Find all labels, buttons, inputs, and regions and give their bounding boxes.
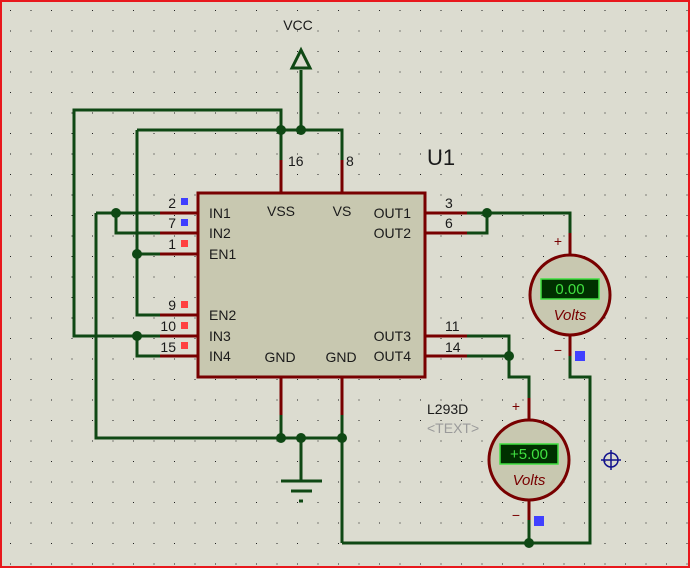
pin-number: 11 (445, 318, 460, 334)
logic-state-low-marker[interactable] (181, 198, 188, 205)
junction-dot (524, 538, 534, 548)
voltmeter-display (499, 443, 559, 465)
wire-vm1-minus (342, 356, 592, 545)
wire-in4 (135, 336, 160, 358)
pin-number: 14 (445, 339, 461, 355)
pin-name-en1: EN1 (209, 246, 236, 262)
logic-state-high-marker[interactable] (181, 301, 188, 308)
pin-number: 10 (160, 318, 176, 334)
wire-gnd-return (94, 213, 281, 440)
junction-dot (276, 433, 286, 443)
logic-state-high-marker[interactable] (181, 240, 188, 247)
junctions (111, 125, 534, 548)
wire-out4 (467, 354, 531, 398)
ground-terminal[interactable] (281, 479, 322, 503)
wire-vcc-bus (137, 128, 344, 160)
pin-number: 2 (168, 195, 176, 211)
logic-state-low-marker[interactable] (181, 219, 188, 226)
vcc-arrow-icon (289, 46, 313, 70)
voltmeter-2[interactable]: +5.00 Volts + − (487, 398, 571, 526)
chip-pins (160, 160, 467, 415)
voltmeter-unit: Volts (554, 307, 587, 324)
component-ref: U1 (427, 145, 455, 170)
junction-dot (296, 125, 306, 135)
component-text-placeholder: <TEXT> (427, 420, 479, 436)
junction-dot (111, 208, 121, 218)
pin-number: 8 (346, 153, 354, 169)
pin-number: 9 (168, 297, 176, 313)
pin-name-out3: OUT3 (374, 328, 412, 344)
pin-name-gnd-2: GND (325, 349, 356, 365)
vcc-terminal[interactable]: VCC (283, 17, 313, 70)
pin-name-out2: OUT2 (374, 225, 412, 241)
junction-dot (276, 125, 286, 135)
voltmeter-reading: +5.00 (510, 446, 548, 463)
ground-icon (281, 479, 322, 503)
pin-name-vs: VS (333, 203, 352, 219)
vcc-label: VCC (283, 17, 313, 33)
voltmeter-reading: 0.00 (555, 281, 584, 298)
chip-body[interactable] (196, 191, 427, 379)
logic-state-high-marker[interactable] (181, 322, 188, 329)
logic-state-low-marker[interactable] (534, 516, 544, 526)
junction-dot (132, 249, 142, 259)
logic-markers (181, 198, 188, 349)
junction-dot (482, 208, 492, 218)
junction-dot (337, 433, 347, 443)
pin-number: 1 (168, 236, 176, 252)
junction-dot (504, 351, 514, 361)
chip-u1[interactable]: IN1 IN2 EN1 EN2 IN3 IN4 OUT1 OUT2 OUT3 O… (160, 145, 479, 436)
junction-dot (132, 331, 142, 341)
pin-name-in1: IN1 (209, 205, 231, 221)
minus-terminal-label: − (512, 507, 520, 523)
voltmeter-1[interactable]: 0.00 Volts + − (528, 233, 612, 361)
pin-number: 3 (445, 195, 453, 211)
voltmeter-display (540, 278, 600, 300)
plus-terminal-label: + (554, 233, 562, 249)
plus-terminal-label: + (512, 398, 520, 414)
pin-name-out1: OUT1 (374, 205, 412, 221)
junction-dot (296, 433, 306, 443)
pin-name-vss: VSS (267, 203, 295, 219)
pin-number: 7 (168, 215, 176, 231)
logic-state-high-marker[interactable] (181, 342, 188, 349)
pin-name-in4: IN4 (209, 348, 231, 364)
pin-name-en2: EN2 (209, 307, 236, 323)
minus-terminal-label: − (554, 342, 562, 358)
voltmeter-unit: Volts (513, 472, 546, 489)
wire-in2 (114, 213, 160, 235)
pin-name-in2: IN2 (209, 225, 231, 241)
wire-out3 (467, 334, 511, 356)
crosshair-cursor-icon (601, 450, 621, 470)
wire-en-loop (135, 130, 160, 317)
logic-state-low-marker[interactable] (575, 351, 585, 361)
wire-out2 (467, 213, 489, 235)
wire-out1 (467, 211, 572, 233)
pin-name-in3: IN3 (209, 328, 231, 344)
component-part: L293D (427, 401, 468, 417)
pin-number: 16 (288, 153, 304, 169)
pin-name-out4: OUT4 (374, 348, 412, 364)
pin-number: 6 (445, 215, 453, 231)
pin-name-gnd-1: GND (264, 349, 295, 365)
pin-number: 15 (160, 339, 176, 355)
